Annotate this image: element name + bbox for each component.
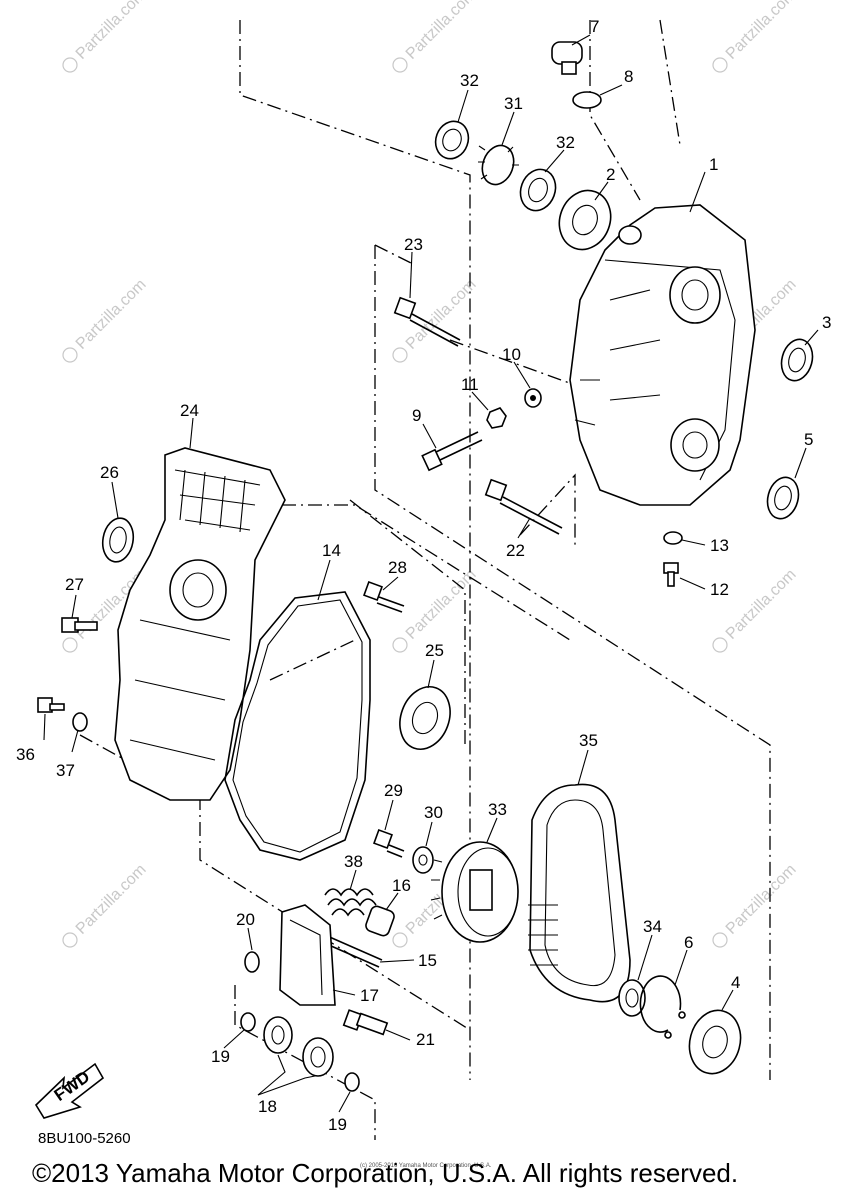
callout-27: 27 xyxy=(65,575,84,594)
part-14-gasket[interactable] xyxy=(224,591,371,861)
part-29-bolt[interactable] xyxy=(373,829,405,858)
part-37-washer[interactable] xyxy=(72,712,88,732)
part-9-bolt[interactable] xyxy=(421,431,483,472)
part-32-bearing-lower[interactable] xyxy=(515,164,561,215)
callout-22: 22 xyxy=(506,541,525,560)
part-7-plug[interactable] xyxy=(551,41,583,75)
watermark-text: Partzilla.com xyxy=(723,566,800,643)
callout-13: 13 xyxy=(710,536,729,555)
part-21-bolt[interactable] xyxy=(342,1009,389,1036)
part-5-oil-seal[interactable] xyxy=(763,474,803,522)
callout-37: 37 xyxy=(56,761,75,780)
part-18-bearing-a[interactable] xyxy=(263,1016,293,1054)
watermark-text: Partzilla.com xyxy=(403,0,480,63)
callout-7: 7 xyxy=(590,17,599,36)
callout-5: 5 xyxy=(804,430,813,449)
part-16-collar[interactable] xyxy=(364,905,395,938)
callout-1: 1 xyxy=(709,155,718,174)
callout-6: 6 xyxy=(684,933,693,952)
callout-33: 33 xyxy=(488,800,507,819)
watermark-text: Partzilla.com xyxy=(73,276,150,353)
callout-9: 9 xyxy=(412,406,421,425)
copyright-notice: ©2013 Yamaha Motor Corporation, U.S.A. A… xyxy=(32,1158,739,1188)
callout-35: 35 xyxy=(579,731,598,750)
callout-4: 4 xyxy=(731,973,740,992)
watermark-text: Partzilla.com xyxy=(73,0,150,63)
part-19-washer-b[interactable] xyxy=(344,1072,360,1092)
part-1-gearcase-cover[interactable] xyxy=(569,204,756,506)
part-36-bolt[interactable] xyxy=(37,697,65,713)
part-38-spring[interactable] xyxy=(324,888,377,917)
part-2-bearing[interactable] xyxy=(551,183,619,256)
part-35-chain[interactable] xyxy=(528,783,631,1003)
part-30-washer[interactable] xyxy=(412,846,434,874)
callout-15: 15 xyxy=(418,951,437,970)
watermark-text: Partzilla.com xyxy=(403,566,480,643)
callout-labels: 1 2 3 4 5 6 7 8 9 10 11 12 13 14 15 16 1… xyxy=(16,17,831,1134)
part-32-bearing-upper[interactable] xyxy=(430,117,473,164)
part-12-screw[interactable] xyxy=(663,562,679,587)
part-17-tensioner-arm[interactable] xyxy=(279,904,336,1006)
callout-17: 17 xyxy=(360,986,379,1005)
part-8-o-ring[interactable] xyxy=(572,91,602,109)
callout-23: 23 xyxy=(404,235,423,254)
callout-19a: 19 xyxy=(211,1047,230,1066)
watermark-text: Partzilla.com xyxy=(723,861,800,938)
callout-18: 18 xyxy=(258,1097,277,1116)
part-34-collar[interactable] xyxy=(618,979,646,1017)
callout-34: 34 xyxy=(643,917,662,936)
forward-arrow-icon: FWD xyxy=(34,1062,105,1119)
part-28-bolt[interactable] xyxy=(363,581,405,613)
callout-11: 11 xyxy=(461,375,479,394)
callout-26: 26 xyxy=(100,463,119,482)
callout-30: 30 xyxy=(424,803,443,822)
part-27-fitting[interactable] xyxy=(61,617,98,633)
callout-19b: 19 xyxy=(328,1115,347,1134)
part-18-bearing-b[interactable] xyxy=(302,1037,334,1077)
part-24-chaincase[interactable] xyxy=(114,447,286,801)
part-6-snap-ring[interactable] xyxy=(639,975,686,1039)
part-33-sprocket[interactable] xyxy=(430,841,519,943)
part-3-oil-seal[interactable] xyxy=(777,336,817,384)
callout-38: 38 xyxy=(344,852,363,871)
watermark-text: Partzilla.com xyxy=(73,861,150,938)
part-13-washer[interactable] xyxy=(663,531,683,545)
callout-36: 36 xyxy=(16,745,35,764)
callout-8: 8 xyxy=(624,67,633,86)
small-copyright: (c) 2005-2016 Yamaha Motor Corporation, … xyxy=(360,1163,492,1169)
callout-24: 24 xyxy=(180,401,199,420)
leader-lines xyxy=(43,34,819,1113)
part-20-clip[interactable] xyxy=(244,951,260,973)
callout-25: 25 xyxy=(425,641,444,660)
part-22-bolt[interactable] xyxy=(484,478,563,535)
part-4-bearing[interactable] xyxy=(683,1005,748,1080)
part-26-oil-seal[interactable] xyxy=(99,516,136,565)
part-11-nut[interactable] xyxy=(486,407,507,429)
callout-14: 14 xyxy=(322,541,341,560)
watermark-text: Partzilla.com xyxy=(723,0,800,63)
callout-3: 3 xyxy=(822,313,831,332)
callout-16: 16 xyxy=(392,876,411,895)
part-10-washer[interactable] xyxy=(524,388,542,408)
diagram-code: 8BU100-5260 xyxy=(38,1130,131,1147)
callout-32b: 32 xyxy=(556,133,575,152)
callout-28: 28 xyxy=(388,558,407,577)
callout-32a: 32 xyxy=(460,71,479,90)
callout-29: 29 xyxy=(384,781,403,800)
callout-20: 20 xyxy=(236,910,255,929)
callout-31: 31 xyxy=(504,94,523,113)
callout-10: 10 xyxy=(502,345,521,364)
part-25-bearing[interactable] xyxy=(392,680,459,757)
callout-2: 2 xyxy=(606,165,615,184)
part-19-washer-a[interactable] xyxy=(240,1012,256,1032)
callout-21: 21 xyxy=(416,1030,435,1049)
callout-12: 12 xyxy=(710,580,729,599)
part-31-sprocket[interactable] xyxy=(477,141,519,189)
part-23-bolt[interactable] xyxy=(393,296,461,347)
